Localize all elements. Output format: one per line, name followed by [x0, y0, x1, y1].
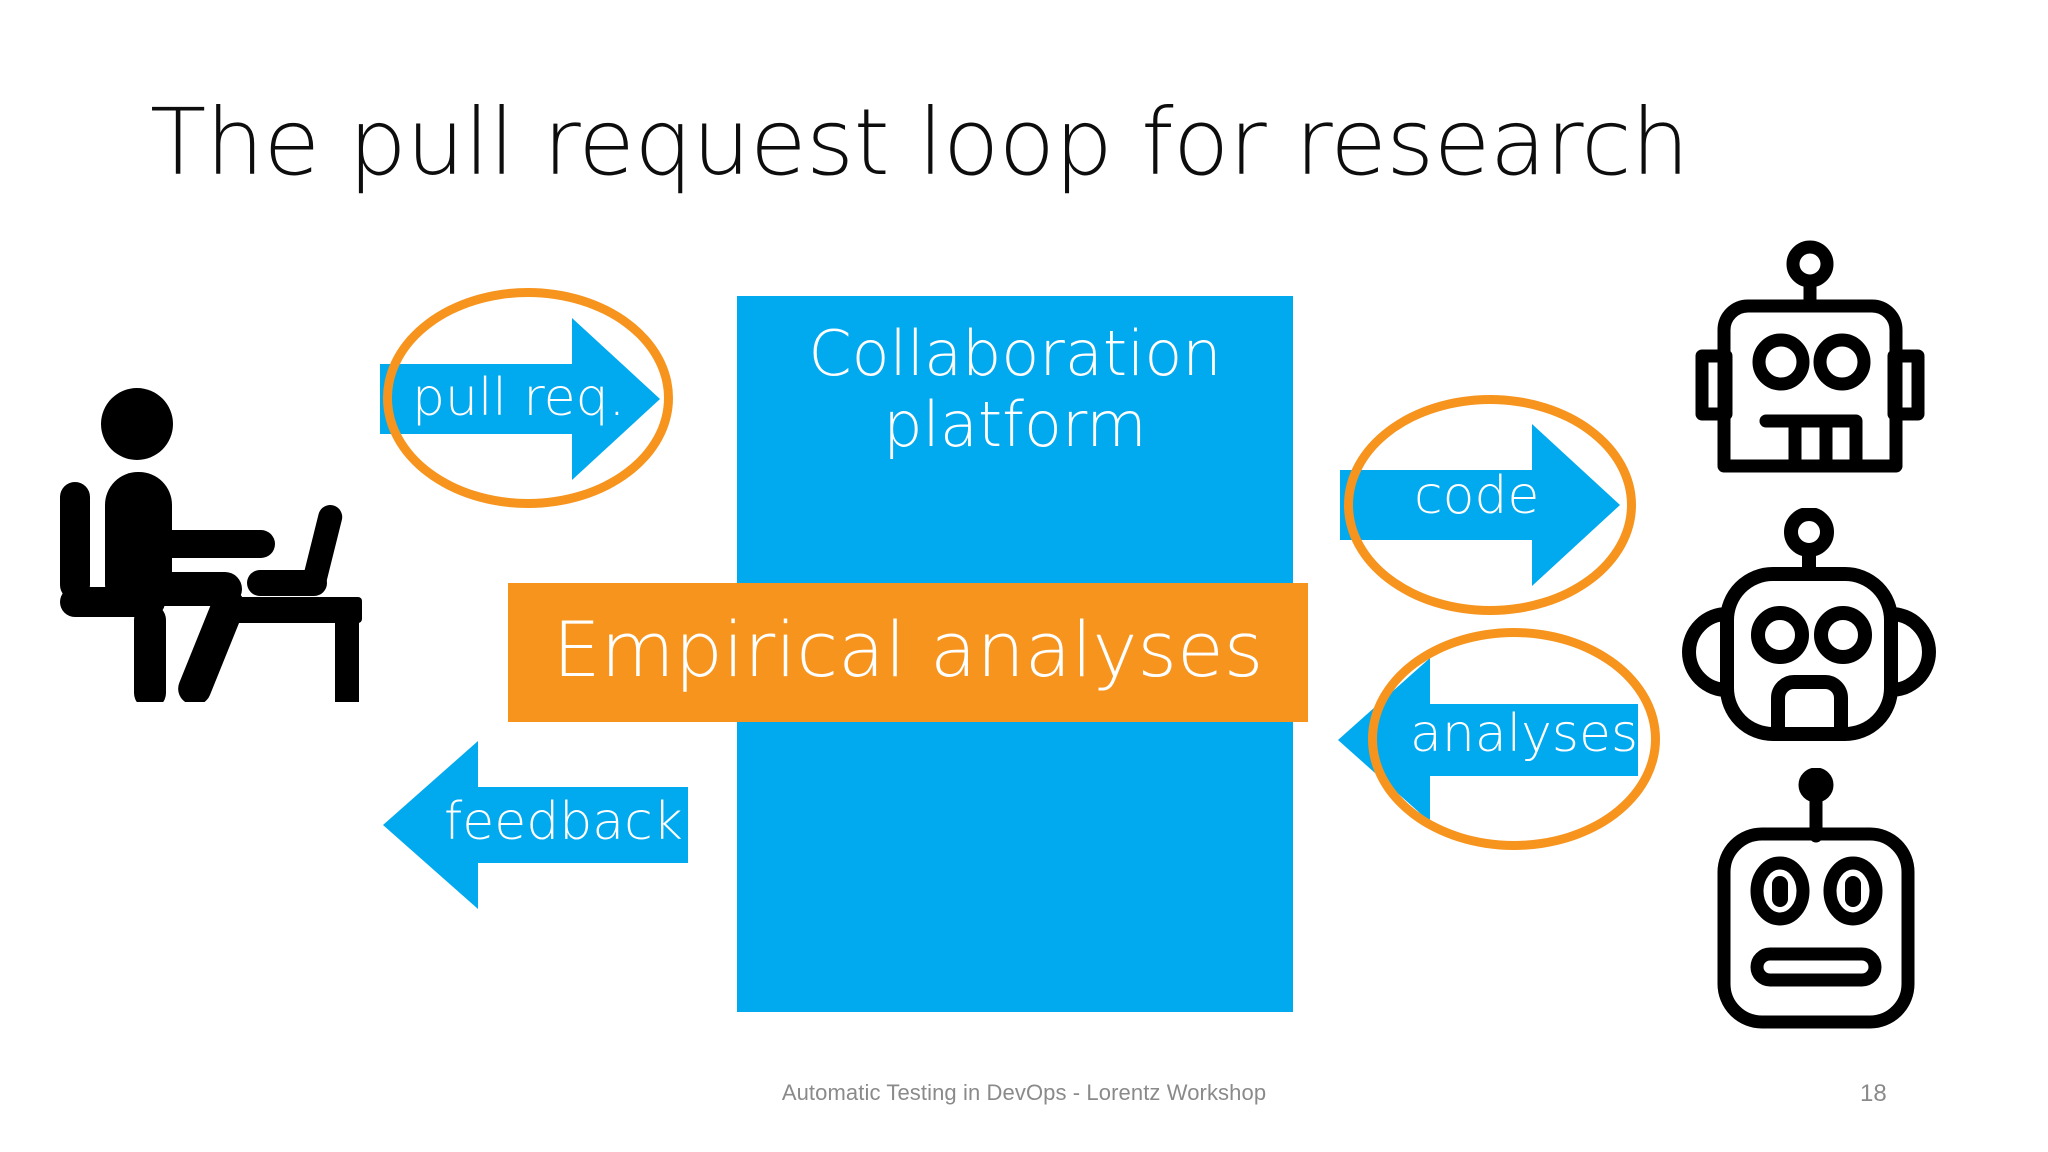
page-title: The pull request loop for research: [150, 89, 1689, 196]
platform-label-line-2: platform: [883, 388, 1147, 462]
highlight-ellipse-pull-req: [383, 288, 673, 508]
footer-text: Automatic Testing in DevOps - Lorentz Wo…: [781, 1080, 1267, 1105]
arrow-feedback: [383, 735, 688, 915]
person-at-desk-icon: [52, 382, 372, 702]
robot-flat-mouth-icon: [1700, 768, 1932, 1044]
empirical-analyses-band: [508, 583, 1308, 722]
highlight-ellipse-analyses: [1368, 628, 1660, 850]
page-number: 18: [1860, 1080, 1887, 1107]
platform-label-line-1: Collaboration: [808, 317, 1222, 390]
highlight-ellipse-code: [1344, 395, 1636, 615]
collaboration-platform-label: Collaboration platform: [737, 318, 1293, 461]
empirical-analyses-label: Empirical analyses: [552, 605, 1264, 694]
robot-square-head-icon: [1690, 238, 1930, 478]
robot-round-head-icon: [1680, 508, 1938, 746]
arrow-feedback-label: feedback: [444, 792, 683, 852]
